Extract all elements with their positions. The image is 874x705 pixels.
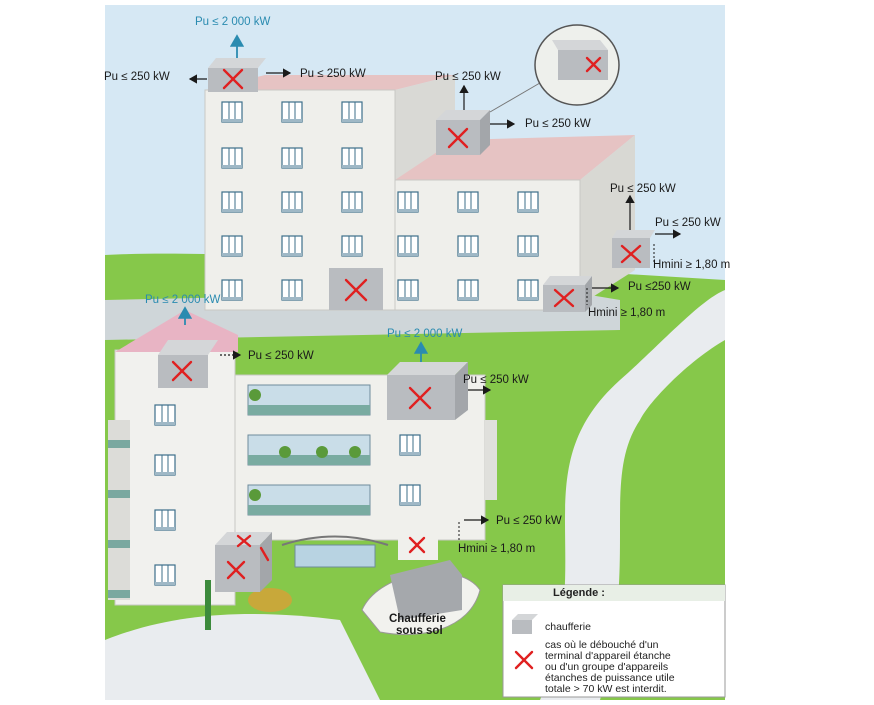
label-chaufferie-sous-sol-2: sous sol	[396, 625, 443, 637]
legend: Légende : chaufferie cas où le débouché …	[502, 584, 726, 698]
label-mid-right: Pu ≤ 250 kW	[525, 118, 591, 130]
label-mid-up: Pu ≤ 250 kW	[435, 71, 501, 83]
legend-item2-line-1: cas où le débouché d'un	[545, 639, 659, 651]
chaufferie-box	[329, 268, 383, 310]
label-front-left-side: Pu ≤ 250 kW	[248, 350, 314, 362]
front-building-labels: Pu ≤ 2 000 kW Pu ≤ 250 kW Pu ≤ 2 000 kW …	[145, 294, 562, 637]
chaufferie-box	[158, 340, 218, 388]
legend-item2-line-3: ou d'un groupe d'appareils	[545, 661, 668, 673]
label-top-left: Pu ≤ 250 kW	[104, 71, 170, 83]
chaufferie-box	[436, 110, 490, 155]
legend-cross-icon	[514, 650, 534, 670]
label-front-left-top: Pu ≤ 2 000 kW	[145, 294, 220, 306]
chaufferie-box	[543, 276, 592, 312]
back-building-labels: Pu ≤ 2 000 kW Pu ≤ 250 kW Pu ≤ 250 kW Pu…	[104, 16, 730, 319]
chaufferie-box	[208, 58, 266, 92]
chaufferie-box	[387, 362, 468, 420]
legend-item2-line-2: terminal d'appareil étanche	[545, 650, 671, 662]
label-top-main: Pu ≤ 2 000 kW	[195, 16, 270, 28]
label-chaufferie-sous-sol-1: Chaufferie	[389, 613, 446, 625]
legend-item-chaufferie: chaufferie	[545, 621, 591, 633]
label-front-low-right: Pu ≤ 250 kW	[496, 515, 562, 527]
label-front-center-side: Pu ≤ 250 kW	[463, 374, 529, 386]
label-ground-right: Pu ≤250 kW	[628, 281, 691, 293]
label-side-hmini: Hmini ≥ 1,80 m	[653, 259, 730, 271]
label-front-hmini: Hmini ≥ 1,80 m	[458, 543, 535, 555]
label-top-right: Pu ≤ 250 kW	[300, 68, 366, 80]
front-building	[108, 310, 497, 635]
chaufferie-box	[215, 532, 272, 592]
chaufferie-box	[398, 530, 438, 560]
label-ground-hmini: Hmini ≥ 1,80 m	[588, 307, 665, 319]
label-side-up: Pu ≤ 250 kW	[610, 183, 676, 195]
label-side-right: Pu ≤ 250 kW	[655, 217, 721, 229]
legend-item2-line-4: étanches de puissance utile	[545, 672, 675, 684]
detail-magnifier	[489, 24, 620, 113]
lower-path	[105, 614, 380, 700]
legend-item2-line-5: totale > 70 kW est interdit.	[545, 683, 667, 695]
legend-title: Légende :	[553, 587, 605, 599]
label-front-center-top: Pu ≤ 2 000 kW	[387, 328, 462, 340]
chaufferie-box	[612, 230, 655, 268]
legend-box-icon	[512, 614, 538, 634]
